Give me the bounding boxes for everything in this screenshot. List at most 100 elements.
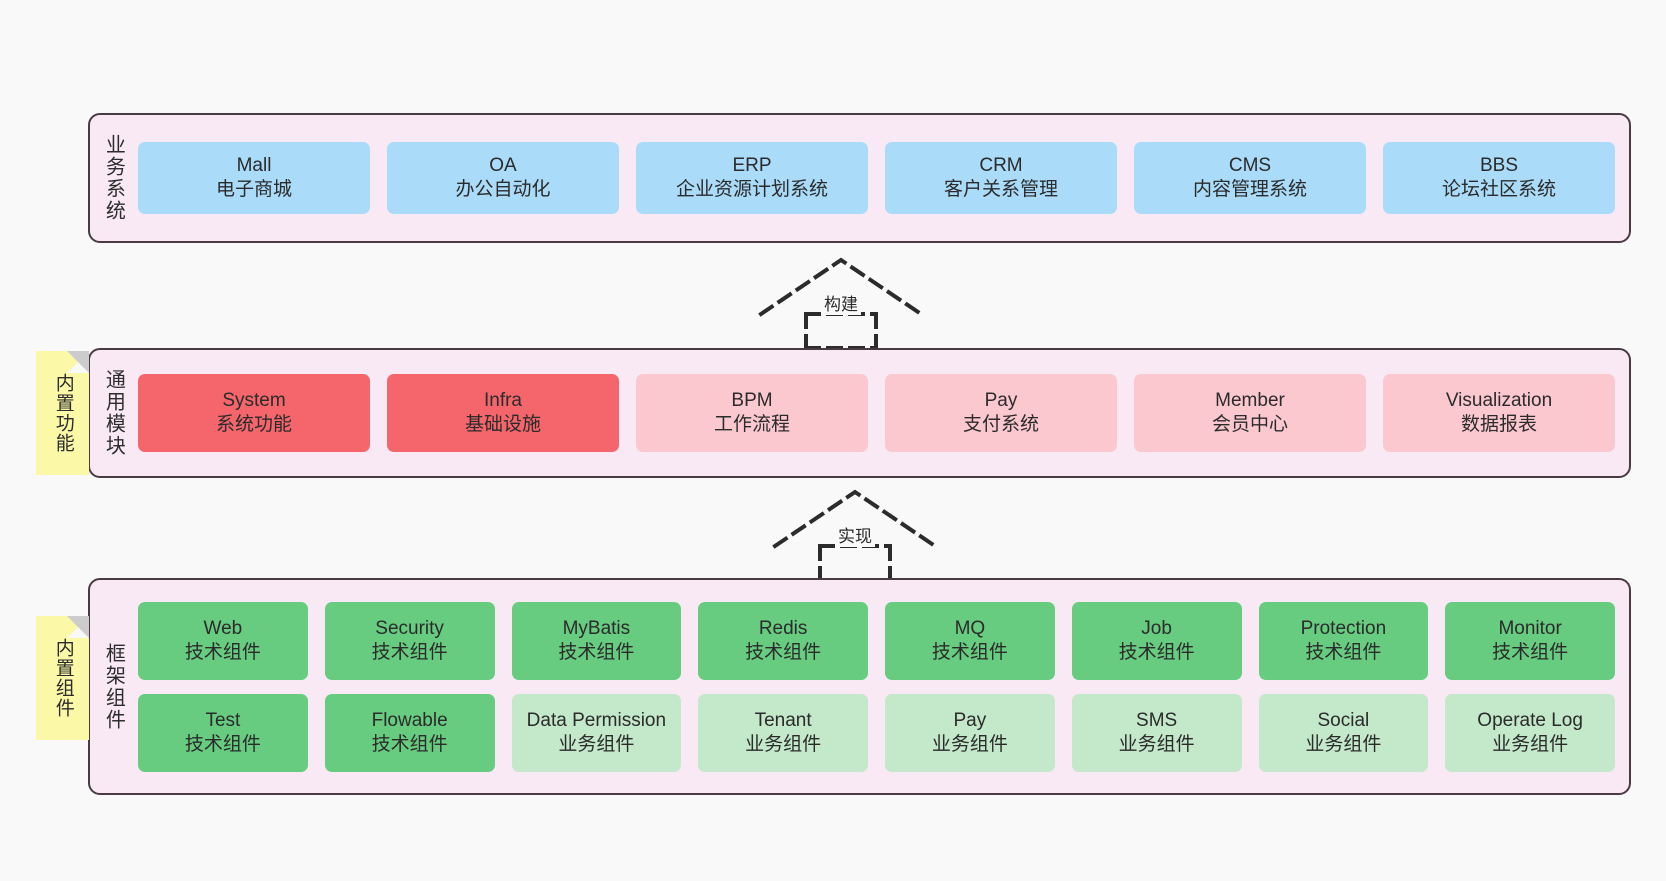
node-bpm[interactable]: BPM 工作流程 [636, 374, 868, 452]
node-test[interactable]: Test 技术组件 [138, 693, 308, 772]
node-subtitle: 技术组件 [558, 641, 635, 663]
node-subtitle: 业务组件 [558, 733, 635, 755]
node-title: Mall [236, 155, 272, 177]
node-subtitle: 业务组件 [1492, 733, 1569, 755]
node-subtitle: 内容管理系统 [1192, 179, 1307, 200]
node-infra[interactable]: Infra 基础设施 [387, 374, 619, 452]
node-subtitle: 技术组件 [184, 733, 261, 755]
generalization-arrowhead [772, 489, 938, 549]
node-title: MQ [954, 617, 986, 639]
node-member[interactable]: Member 会员中心 [1134, 374, 1366, 452]
node-web[interactable]: Web 技术组件 [138, 601, 308, 680]
node-oa[interactable]: OA 办公自动化 [387, 142, 619, 214]
node-subtitle: 电子商城 [215, 179, 292, 200]
node-subtitle: 技术组件 [184, 641, 261, 663]
node-title: Tenant [754, 709, 812, 731]
connector-implement: 实现 [770, 488, 940, 582]
generalization-arrowhead [758, 257, 924, 317]
node-subtitle: 工作流程 [713, 414, 790, 435]
node-title: Visualization [1445, 390, 1553, 412]
node-data-permission[interactable]: Data Permission 业务组件 [511, 693, 682, 772]
node-subtitle: 业务组件 [931, 733, 1008, 755]
node-subtitle: 业务组件 [1118, 733, 1195, 755]
connector-label-build: 构建 [821, 290, 861, 315]
node-title: Redis [758, 617, 808, 639]
node-mybatis[interactable]: MyBatis 技术组件 [511, 601, 682, 680]
node-title: BBS [1479, 155, 1519, 177]
node-subtitle: 技术组件 [1492, 641, 1569, 663]
node-subtitle: 基础设施 [464, 414, 541, 435]
node-bbs[interactable]: BBS 论坛社区系统 [1383, 142, 1615, 214]
layer-title-framework-components: 框架组件 [102, 642, 125, 731]
node-title: Flowable [371, 709, 448, 731]
layer-body-general-modules: System 系统功能 Infra 基础设施 BPM 工作流程 Pay 支付系统… [136, 350, 1629, 476]
node-subtitle: 企业资源计划系统 [675, 179, 828, 200]
node-operate-log[interactable]: Operate Log 业务组件 [1445, 693, 1615, 772]
sticky-note-builtin-component: 内置组件 [36, 616, 89, 740]
node-sms[interactable]: SMS 业务组件 [1071, 693, 1242, 772]
node-flowable[interactable]: Flowable 技术组件 [324, 693, 495, 772]
node-system[interactable]: System 系统功能 [138, 374, 370, 452]
node-cms[interactable]: CMS 内容管理系统 [1134, 142, 1366, 214]
node-security[interactable]: Security 技术组件 [324, 601, 495, 680]
node-tenant[interactable]: Tenant 业务组件 [698, 693, 868, 772]
node-redis[interactable]: Redis 技术组件 [698, 601, 868, 680]
node-subtitle: 技术组件 [371, 733, 448, 755]
node-pay-component[interactable]: Pay 业务组件 [885, 693, 1055, 772]
node-crm[interactable]: CRM 客户关系管理 [885, 142, 1117, 214]
node-title: Protection [1300, 617, 1387, 639]
layer-body-business-system: Mall 电子商城 OA 办公自动化 ERP 企业资源计划系统 CRM 客户关系… [136, 115, 1629, 241]
node-mall[interactable]: Mall 电子商城 [138, 142, 370, 214]
node-title: Data Permission [526, 709, 667, 731]
node-subtitle: 技术组件 [931, 641, 1008, 663]
sticky-note-label: 内置功能 [52, 373, 74, 453]
node-job[interactable]: Job 技术组件 [1071, 601, 1242, 680]
layer-row: Web 技术组件 Security 技术组件 MyBatis 技术组件 Redi… [138, 601, 1615, 680]
layer-general-modules: 通用模块 System 系统功能 Infra 基础设施 BPM 工作流程 Pay… [88, 348, 1631, 478]
layer-framework-components: 框架组件 Web 技术组件 Security 技术组件 MyBatis 技术组件… [88, 578, 1631, 795]
node-pay[interactable]: Pay 支付系统 [885, 374, 1117, 452]
node-subtitle: 系统功能 [215, 414, 292, 435]
node-subtitle: 业务组件 [745, 733, 822, 755]
node-title: CMS [1228, 155, 1272, 177]
node-title: Pay [984, 390, 1018, 412]
node-subtitle: 支付系统 [962, 414, 1039, 435]
sticky-note-label: 内置组件 [52, 638, 74, 718]
node-title: Infra [483, 390, 523, 412]
node-title: Web [203, 617, 243, 639]
layer-row: System 系统功能 Infra 基础设施 BPM 工作流程 Pay 支付系统… [138, 374, 1615, 452]
node-title: MyBatis [562, 617, 631, 639]
node-visualization[interactable]: Visualization 数据报表 [1383, 374, 1615, 452]
node-subtitle: 会员中心 [1211, 414, 1288, 435]
node-title: Operate Log [1477, 709, 1583, 731]
node-title: SMS [1136, 709, 1178, 731]
node-social[interactable]: Social 业务组件 [1258, 693, 1429, 772]
node-subtitle: 办公自动化 [455, 179, 551, 200]
layer-row: Test 技术组件 Flowable 技术组件 Data Permission … [138, 693, 1615, 772]
node-title: Job [1141, 617, 1172, 639]
node-title: CRM [979, 155, 1023, 177]
node-erp[interactable]: ERP 企业资源计划系统 [636, 142, 868, 214]
layer-body-framework-components: Web 技术组件 Security 技术组件 MyBatis 技术组件 Redi… [136, 580, 1629, 793]
layer-business-system: 业务系统 Mall 电子商城 OA 办公自动化 ERP 企业资源计划系统 CRM… [88, 113, 1631, 243]
node-title: Security [375, 617, 444, 639]
node-title: BPM [731, 390, 773, 412]
connector-build: 构建 [756, 256, 926, 350]
node-title: OA [489, 155, 517, 177]
node-monitor[interactable]: Monitor 技术组件 [1445, 601, 1615, 680]
node-title: Social [1317, 709, 1370, 731]
node-title: Member [1215, 390, 1285, 412]
node-title: System [222, 390, 286, 412]
connector-label-implement: 实现 [835, 522, 875, 547]
node-subtitle: 数据报表 [1460, 414, 1537, 435]
node-title: Pay [953, 709, 987, 731]
layer-title-business-system: 业务系统 [102, 134, 125, 222]
node-subtitle: 技术组件 [371, 641, 448, 663]
node-subtitle: 论坛社区系统 [1441, 179, 1556, 200]
node-subtitle: 技术组件 [1118, 641, 1195, 663]
node-subtitle: 业务组件 [1305, 733, 1382, 755]
node-subtitle: 技术组件 [1305, 641, 1382, 663]
node-mq[interactable]: MQ 技术组件 [885, 601, 1055, 680]
node-protection[interactable]: Protection 技术组件 [1258, 601, 1429, 680]
